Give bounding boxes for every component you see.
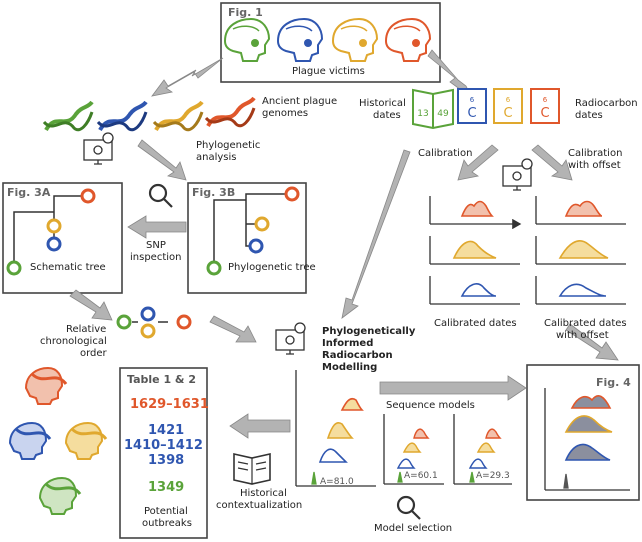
historical-context-label-2: contextualization xyxy=(216,500,303,511)
svg-text:6: 6 xyxy=(506,96,511,104)
skull-icon-yellow xyxy=(331,17,379,62)
relative-order-label-2: chronological xyxy=(40,336,107,347)
skull-dna-icon-blue xyxy=(8,421,52,460)
fig3b-label: Fig. 3B xyxy=(192,186,236,199)
fig3b-frame xyxy=(187,182,307,294)
schematic-tree xyxy=(6,188,96,276)
date-blue-3: 1398 xyxy=(148,453,185,468)
arrow-analysis-down xyxy=(137,139,187,181)
magnifier-icon-model-selection xyxy=(396,495,421,520)
book-right-number: 49 xyxy=(437,109,449,119)
phylogenetic-tree-label: Phylogenetic tree xyxy=(228,262,316,273)
fig3a-label: Fig. 3A xyxy=(7,186,51,199)
arrow-calibration-right xyxy=(531,144,573,181)
dna-icon-green xyxy=(42,100,94,132)
ancient-genomes-label-2: genomes xyxy=(262,108,309,119)
c14-box-yellow: 6 C xyxy=(493,88,523,124)
skull-dna-icon-green xyxy=(38,476,82,515)
a-value-mid: A=60.1 xyxy=(404,471,438,481)
dna-icon-yellow xyxy=(152,100,204,132)
arrow-to-fig4 xyxy=(379,375,527,401)
skull-dna-icon-yellow xyxy=(64,421,108,460)
model-selection-label: Model selection xyxy=(374,523,453,534)
snp-label-2: inspection xyxy=(130,252,182,263)
skull-icon-blue xyxy=(276,17,324,62)
arrow-order-to-pirm xyxy=(209,315,257,343)
arrow-historical-to-pirm xyxy=(341,149,411,319)
historical-dates-label-1: Historical xyxy=(359,98,406,109)
potential-outbreaks-label-2: outbreaks xyxy=(142,518,192,529)
radiocarbon-dates-label-1: Radiocarbon xyxy=(575,98,638,109)
c14-box-orange: 6 C xyxy=(530,88,560,124)
svg-text:6: 6 xyxy=(543,96,548,104)
pirm-label-2: Informed xyxy=(322,338,374,349)
fig4-plot xyxy=(544,388,630,491)
skull-icon-green xyxy=(223,17,271,62)
arrow-calibration-left xyxy=(457,144,499,181)
arrow-tree-down xyxy=(69,289,113,321)
relative-order-label-1: Relative xyxy=(66,324,107,335)
computer-gear-icon-calibration xyxy=(502,158,533,191)
pirm-plot xyxy=(295,370,376,487)
phylogenetic-tree xyxy=(206,186,300,276)
calibration-offset-label-1: Calibration xyxy=(568,148,623,159)
calibration-offset-label-2: with offset xyxy=(568,160,621,171)
fig1-label: Fig. 1 xyxy=(228,6,263,19)
arrow-fig1-to-genomes xyxy=(151,57,224,97)
arrow-snp-left xyxy=(127,215,187,239)
skull-icon-orange xyxy=(384,17,432,62)
dna-icon-orange xyxy=(204,96,256,128)
book-icon-contextualization xyxy=(233,453,271,485)
pirm-label-1: Phylogenetically xyxy=(322,326,416,337)
date-blue-1: 1421 xyxy=(148,423,185,438)
date-blue-2: 1410–1412 xyxy=(124,438,203,453)
fig3a-frame xyxy=(2,182,123,294)
radiocarbon-dates-label-2: dates xyxy=(575,110,603,121)
calibration-plots xyxy=(429,196,626,305)
date-orange: 1629–1631 xyxy=(130,397,209,412)
dna-icon-blue xyxy=(96,100,148,132)
table-frame xyxy=(119,367,208,539)
calibrated-offset-label-2: with offset xyxy=(556,330,609,341)
ancient-genomes-label-1: Ancient plague xyxy=(262,96,338,107)
sequence-model-plot-1 xyxy=(383,414,444,485)
plague-victims-label: Plague victims xyxy=(292,66,365,77)
sequence-model-plot-2 xyxy=(453,414,512,485)
svg-text:C: C xyxy=(540,106,549,121)
svg-text:6: 6 xyxy=(470,96,475,104)
a-value-main: A=81.0 xyxy=(320,477,354,487)
phylo-analysis-label-2: analysis xyxy=(196,152,237,163)
fig4-label: Fig. 4 xyxy=(596,376,631,389)
schematic-tree-label: Schematic tree xyxy=(30,262,106,273)
calibration-label: Calibration xyxy=(418,148,473,159)
date-green: 1349 xyxy=(148,480,185,495)
relative-order-icon xyxy=(116,306,192,339)
phylo-analysis-label-1: Phylogenetic xyxy=(196,140,261,151)
potential-outbreaks-label-1: Potential xyxy=(144,506,188,517)
sequence-models-label: Sequence models xyxy=(386,400,475,411)
snp-label-1: SNP xyxy=(146,240,166,251)
magnifier-icon-snp xyxy=(148,183,173,208)
historical-context-label-1: Historical xyxy=(240,488,287,499)
book-icon-historical: 13 49 xyxy=(412,88,454,130)
relative-order-label-3: order xyxy=(80,348,107,359)
pirm-label-3: Radiocarbon xyxy=(322,350,393,361)
computer-gear-icon-analysis xyxy=(83,132,114,165)
c14-box-blue: 6 C xyxy=(457,88,487,124)
table-title: Table 1 & 2 xyxy=(127,373,197,386)
svg-text:C: C xyxy=(503,106,512,121)
a-value-right: A=29.3 xyxy=(476,471,510,481)
book-left-number: 13 xyxy=(417,109,428,119)
calibrated-offset-label-1: Calibrated dates xyxy=(544,318,627,329)
arrow-calibrated-down xyxy=(565,323,619,361)
computer-gear-icon-pirm xyxy=(275,322,306,355)
pirm-label-4: Modelling xyxy=(322,362,378,373)
arrow-context-left xyxy=(229,413,291,439)
historical-dates-label-2: dates xyxy=(373,110,401,121)
calibrated-dates-label: Calibrated dates xyxy=(434,318,517,329)
svg-text:C: C xyxy=(467,106,476,121)
skull-dna-icon-orange xyxy=(24,366,68,405)
